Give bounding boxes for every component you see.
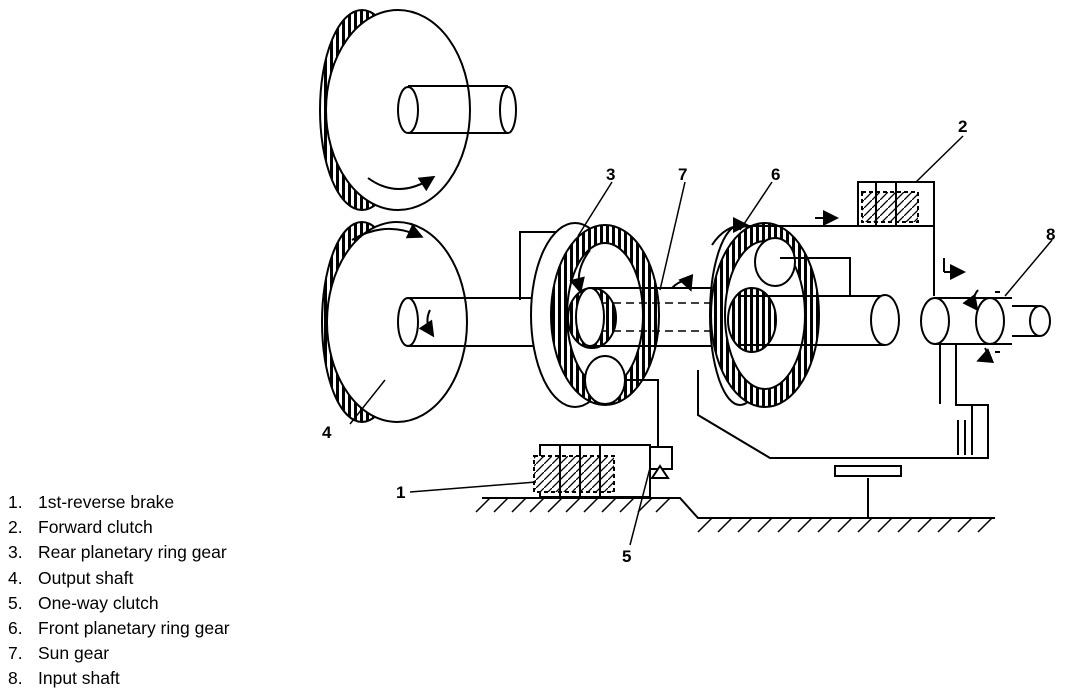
upper-gear <box>319 9 517 211</box>
legend-item: 5. One-way clutch <box>8 591 230 616</box>
callout-7: 7 <box>678 165 687 184</box>
legend-label: Front planetary ring gear <box>38 618 230 639</box>
legend-number: 3. <box>8 542 23 563</box>
output-gear <box>321 221 468 423</box>
legend-item: 3. Rear planetary ring gear <box>8 540 230 565</box>
legend-item: 6. Front planetary ring gear <box>8 616 230 641</box>
legend-label: Input shaft <box>38 668 120 689</box>
legend-item: 7. Sun gear <box>8 641 230 666</box>
callout-6: 6 <box>771 165 780 184</box>
legend-item: 4. Output shaft <box>8 566 230 591</box>
leader-lines <box>349 135 1053 546</box>
legend-number: 6. <box>8 618 23 639</box>
legend-label: Rear planetary ring gear <box>38 542 227 563</box>
legend-number: 8. <box>8 668 23 689</box>
legend-number: 5. <box>8 592 23 613</box>
rear-planetary-ring-gear <box>530 222 660 408</box>
output-shaft <box>397 297 540 347</box>
input-shaft <box>920 258 1051 363</box>
legend-item: 8. Input shaft <box>8 666 230 691</box>
intermediate-shaft <box>740 294 900 346</box>
legend-number: 4. <box>8 567 23 588</box>
legend-label: Output shaft <box>38 567 134 588</box>
callout-5: 5 <box>622 547 631 566</box>
legend-item: 2. Forward clutch <box>8 515 230 540</box>
parts-legend: 1. 1st-reverse brake 2. Forward clutch 3. R… <box>8 490 230 692</box>
front-planetary-ring-gear <box>709 217 820 408</box>
first-reverse-brake <box>533 444 651 498</box>
legend-label: One-way clutch <box>38 592 159 613</box>
legend-item: 1. 1st-reverse brake <box>8 490 230 515</box>
input-frame <box>697 344 989 459</box>
forward-clutch <box>857 181 935 296</box>
legend-number: 2. <box>8 517 23 538</box>
legend-label: Sun gear <box>38 643 110 664</box>
callout-1: 1 <box>396 483 405 502</box>
callout-4: 4 <box>322 423 332 442</box>
callout-8: 8 <box>1046 225 1055 244</box>
callout-3: 3 <box>606 165 615 184</box>
legend-label: 1st-reverse brake <box>38 492 175 512</box>
sun-gear <box>575 273 740 347</box>
legend-label: Forward clutch <box>38 517 153 538</box>
callout-2: 2 <box>958 117 967 136</box>
legend-number: 7. <box>8 643 23 664</box>
legend-number: 1. <box>8 492 23 512</box>
